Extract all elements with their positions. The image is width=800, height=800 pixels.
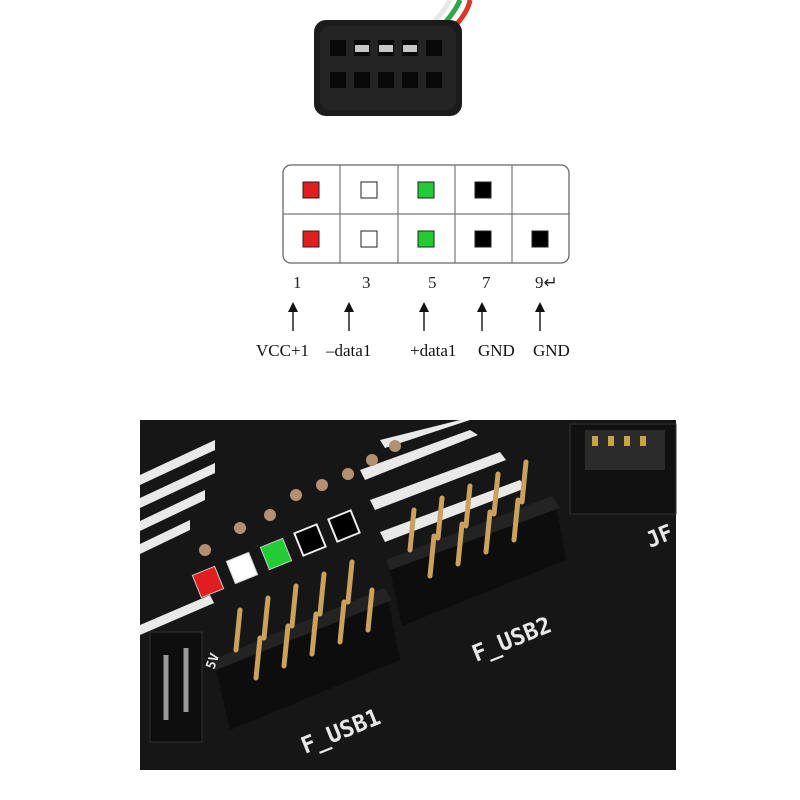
pin-number: 1 <box>293 273 302 292</box>
up-arrow-icon <box>344 302 354 331</box>
pin-square-red <box>302 230 320 248</box>
pinout-diagram: 1 3 5 7 9↵ VCC+1 –data1 +data1 GND GND <box>256 164 570 360</box>
signal-label: GND <box>533 341 570 360</box>
up-arrow-icon <box>288 302 298 331</box>
pin-square-green <box>417 181 435 199</box>
pin-square-red <box>302 181 320 199</box>
left-side-header <box>149 631 203 743</box>
pin-number: 9↵ <box>535 273 558 292</box>
connector-socket-holes <box>330 40 442 88</box>
signal-label: –data1 <box>325 341 371 360</box>
pin-square-green <box>417 230 435 248</box>
silkscreen-stripes <box>140 420 526 635</box>
usb-connector-illustration <box>314 0 473 116</box>
strip-square-black <box>327 509 361 543</box>
strip-square-black <box>293 523 327 557</box>
signal-label: VCC+1 <box>256 341 309 360</box>
f-usb1-header <box>212 559 400 730</box>
up-arrow-icon <box>535 302 545 331</box>
strip-square-green <box>259 537 293 571</box>
pin-square-black <box>474 230 492 248</box>
signal-labels: VCC+1 –data1 +data1 GND GND <box>256 341 570 360</box>
pin-square-white <box>360 181 378 199</box>
strip-square-white <box>225 551 259 585</box>
signal-arrows <box>288 302 545 331</box>
strip-square-red <box>191 565 225 599</box>
pin-square-black <box>474 181 492 199</box>
pin-number: 7 <box>482 273 491 292</box>
f-usb2-header <box>386 459 566 626</box>
five-volt-label: 5V <box>204 651 224 671</box>
pin-number: 5 <box>428 273 437 292</box>
signal-label: +data1 <box>410 341 456 360</box>
pin-square-white <box>360 230 378 248</box>
top-right-header <box>569 423 677 515</box>
capacitor-dots <box>199 440 401 556</box>
pin-color-strip <box>191 509 361 599</box>
motherboard-photo: F_USB1 F_USB2 JF 5V <box>140 420 677 770</box>
pinout-grid <box>282 164 570 264</box>
pin-color-squares <box>302 181 549 248</box>
pin-number-labels: 1 3 5 7 9↵ <box>293 273 558 292</box>
up-arrow-icon <box>419 302 429 331</box>
up-arrow-icon <box>477 302 487 331</box>
pin-number: 3 <box>362 273 371 292</box>
signal-label: GND <box>478 341 515 360</box>
pin-square-black <box>531 230 549 248</box>
